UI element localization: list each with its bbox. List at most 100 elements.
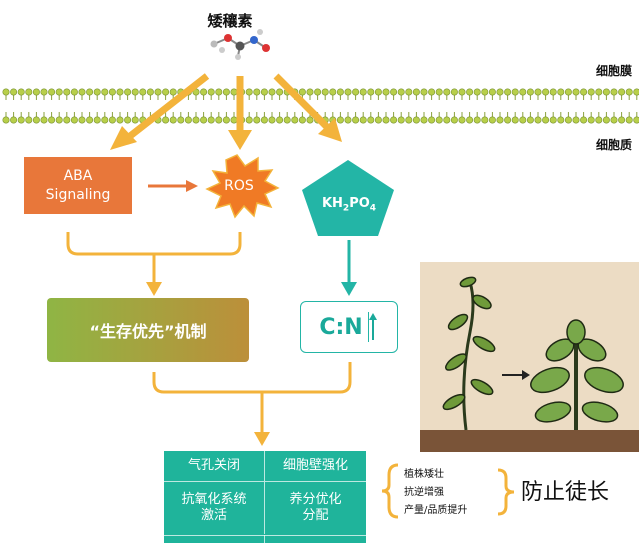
lipid-head (291, 116, 299, 124)
lipid-head (428, 116, 436, 124)
lipid-head (572, 88, 580, 96)
lipid-head (595, 116, 603, 124)
lipid-head (374, 88, 382, 96)
lipid-head (443, 88, 451, 96)
lipid-head (124, 88, 132, 96)
lipid-head (253, 88, 261, 96)
lipid-head (78, 88, 86, 96)
lipid-head (207, 116, 215, 124)
lipid-head (481, 116, 489, 124)
outcomes-grid: 气孔关闭 细胞壁强化 抗氧化系统 激活 养分优化 分配 (164, 451, 366, 543)
lipid-head (504, 88, 512, 96)
lipid-head (55, 88, 63, 96)
lipid-head (93, 116, 101, 124)
lipid-head (124, 116, 132, 124)
lipid-head (580, 116, 588, 124)
lipid-head (314, 88, 322, 96)
lipid-head (344, 88, 352, 96)
plant-comparison-svg (420, 276, 639, 452)
lipid-head (450, 88, 458, 96)
up-arrow-icon (367, 312, 379, 342)
lipid-head (435, 116, 443, 124)
lipid-head (146, 88, 154, 96)
lipid-head (276, 88, 284, 96)
lipid-head (450, 116, 458, 124)
kh2po4-to-cn-arrow (341, 240, 357, 296)
lipid-head (192, 116, 200, 124)
arrow-to-kh2po4 (273, 73, 331, 131)
lipid-head (78, 116, 86, 124)
lipid-head (420, 116, 428, 124)
compound-name: 矮穰素 (207, 12, 253, 30)
lipid-head (70, 116, 78, 124)
lipid-head (336, 88, 344, 96)
lipid-head (154, 88, 162, 96)
lipid-head (496, 116, 504, 124)
lipid-head (101, 88, 109, 96)
lipid-head (222, 88, 230, 96)
lipid-head (177, 116, 185, 124)
lipid-head (139, 88, 147, 96)
compound-arrows (110, 73, 342, 150)
lipid-head (443, 116, 451, 124)
lipid-head (215, 116, 223, 124)
lipid-head (162, 88, 170, 96)
lipid-head (420, 88, 428, 96)
lipid-head (352, 88, 360, 96)
lipid-head (633, 88, 639, 96)
molecule-ball-and-stick-icon (210, 29, 270, 60)
lipid-head (382, 116, 390, 124)
outcome-stomata-closure: 气孔关闭 (164, 451, 265, 482)
cn-ratio-box: C:N (300, 301, 398, 353)
lipid-head (390, 88, 398, 96)
lipid-head (458, 116, 466, 124)
lipid-head (55, 116, 63, 124)
grid-divider (164, 535, 366, 536)
lipid-head (496, 88, 504, 96)
lipid-head (306, 116, 314, 124)
lipid-head (557, 88, 565, 96)
lipid-head (549, 116, 557, 124)
lipid-head (526, 88, 534, 96)
lipid-head (519, 116, 527, 124)
outcome-cell-wall: 细胞壁强化 (265, 451, 366, 482)
lipid-head (298, 116, 306, 124)
lipid-head (466, 116, 474, 124)
lipid-head (169, 88, 177, 96)
lipid-head (230, 88, 238, 96)
lipid-head (131, 116, 139, 124)
grid-divider-vertical (264, 535, 265, 543)
cn-label: C:N (319, 314, 363, 340)
lipid-head (86, 88, 94, 96)
conclusion-text: 防止徒长 (521, 480, 610, 505)
lipid-head (108, 88, 116, 96)
outcome-antioxidant: 抗氧化系统 激活 (164, 482, 265, 534)
lipid-head (587, 88, 595, 96)
lipid-head (276, 116, 284, 124)
lipid-head (534, 116, 542, 124)
lipid-head (306, 88, 314, 96)
lipid-head (215, 88, 223, 96)
lipid-head (625, 116, 633, 124)
lipid-head (230, 116, 238, 124)
lipid-head (405, 116, 413, 124)
arrow-to-ros-head (228, 130, 252, 150)
lipid-head (367, 88, 375, 96)
aba-line1: ABA (63, 167, 93, 184)
ros-label: ROS (224, 178, 254, 194)
lipid-head (602, 116, 610, 124)
lipid-head (169, 116, 177, 124)
lipid-head (321, 88, 329, 96)
lipid-head (458, 88, 466, 96)
lipid-head (374, 116, 382, 124)
effect-item: 产量/品质提升 (404, 505, 468, 516)
lipid-head (162, 116, 170, 124)
bracket-aba-ros (66, 232, 242, 282)
lipid-head (412, 116, 420, 124)
kh2po4-label: KH2PO4 (304, 196, 394, 214)
effects-list: 植株矮壮 抗逆增强 产量/品质提升 (404, 466, 467, 520)
lipid-head (86, 116, 94, 124)
lipid-head (329, 88, 337, 96)
arrow-to-kh2po4-head (318, 118, 342, 142)
